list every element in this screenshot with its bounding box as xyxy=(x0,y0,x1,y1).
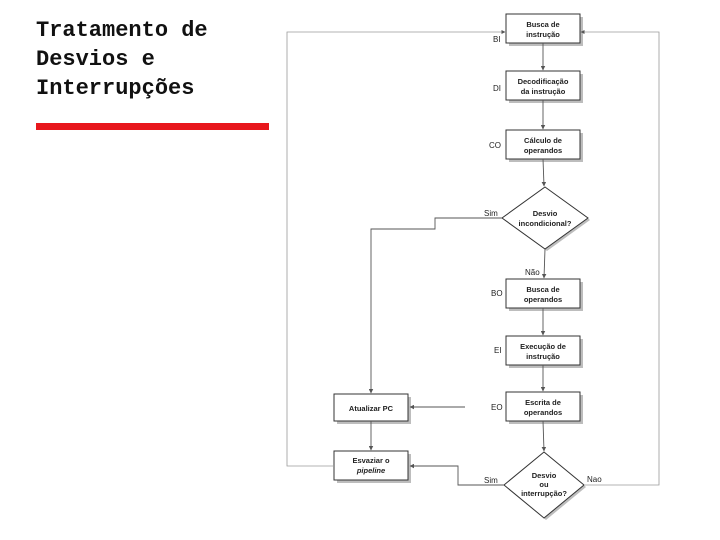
box-calc-operands-line2: operandos xyxy=(524,146,562,155)
accent-bar xyxy=(36,123,269,130)
box-flush-pipeline-line1: Esvaziar o xyxy=(352,456,390,465)
decision-unconditional-line1: Desvio xyxy=(533,209,558,218)
box-flush-pipeline-line2: pipeline xyxy=(356,466,385,475)
box-fetch-instruction: Busca de instrução xyxy=(505,13,583,46)
box-calc-operands-line1: Cálculo de xyxy=(524,136,562,145)
arrow-write-to-branch xyxy=(541,420,547,452)
decision-branch-yes-label: Sim xyxy=(484,476,498,485)
stage-label-fi: BI xyxy=(493,35,501,44)
title-line-2: Desvios e xyxy=(36,47,155,72)
loop-flush-to-fetch xyxy=(286,30,506,467)
stage-label-ei: EI xyxy=(494,346,502,355)
arrow-uncond-to-fetchops xyxy=(541,248,547,279)
box-write-operands-line1: Escrita de xyxy=(525,398,561,407)
box-update-pc-label: Atualizar PC xyxy=(349,404,394,413)
title-line-1: Tratamento de xyxy=(36,18,208,43)
loop-branch-no-to-fetch xyxy=(580,30,660,486)
box-decode-instruction: Decodificação da instrução xyxy=(505,70,583,103)
box-fetch-operands-line2: operandos xyxy=(524,295,562,304)
decision-branch-no-label: Nao xyxy=(587,475,602,484)
decision-unconditional-branch: Desvio incondicional? xyxy=(501,186,590,251)
stage-label-wo: EO xyxy=(491,403,503,412)
decision-branch-line2: ou xyxy=(539,480,549,489)
decision-branch-line1: Desvio xyxy=(532,471,557,480)
decision-unconditional-line2: incondicional? xyxy=(519,219,572,228)
decision-uncond-yes-label: Sim xyxy=(484,209,498,218)
box-flush-pipeline: Esvaziar o pipeline xyxy=(333,450,411,483)
box-write-operands: Escrita de operandos xyxy=(505,391,583,424)
box-fetch-operands: Busca de operandos xyxy=(505,278,583,311)
box-fetch-instruction-line2: instrução xyxy=(526,30,560,39)
box-write-operands-line2: operandos xyxy=(524,408,562,417)
box-decode-instruction-line2: da instrução xyxy=(521,87,566,96)
stage-label-di: DI xyxy=(493,84,501,93)
title-line-3: Interrupções xyxy=(36,76,195,101)
decision-branch-or-interrupt: Desvio ou interrupção? xyxy=(503,451,586,520)
decision-uncond-no-label: Não xyxy=(525,268,540,277)
box-fetch-instruction-line1: Busca de xyxy=(526,20,559,29)
box-execute-instruction-line2: instrução xyxy=(526,352,560,361)
box-execute-instruction-line1: Execução de xyxy=(520,342,566,351)
page-title: Tratamento de Desvios e Interrupções xyxy=(36,16,208,103)
arrow-calc-to-uncond xyxy=(541,158,547,187)
stage-label-fo: BO xyxy=(491,289,503,298)
decision-branch-line3: interrupção? xyxy=(521,489,567,498)
box-decode-instruction-line1: Decodificação xyxy=(518,77,569,86)
arrow-branch-yes-to-flush xyxy=(409,463,504,486)
box-update-pc: Atualizar PC xyxy=(333,393,411,424)
box-execute-instruction: Execução de instrução xyxy=(505,335,583,368)
stage-label-co: CO xyxy=(489,141,501,150)
arrow-uncond-yes-to-update-pc xyxy=(368,217,502,394)
box-fetch-operands-line1: Busca de xyxy=(526,285,559,294)
box-calc-operands: Cálculo de operandos xyxy=(505,129,583,162)
